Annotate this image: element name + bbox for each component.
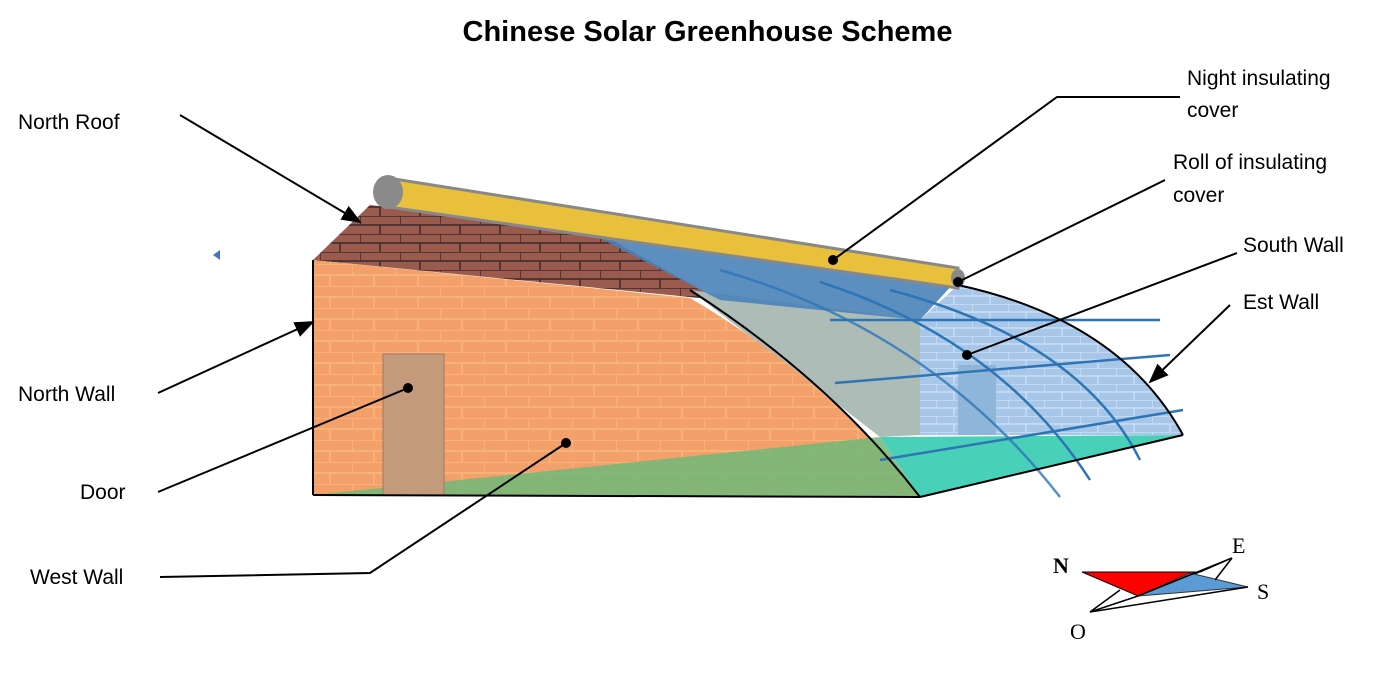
label-south-wall: South Wall (1243, 234, 1344, 257)
marker-triangle-icon (213, 250, 220, 260)
label-door: Door (80, 481, 126, 504)
label-est-wall: Est Wall (1243, 291, 1320, 314)
floor (313, 437, 920, 497)
label-night-cover-line2: cover (1187, 99, 1239, 122)
compass-e: E (1232, 533, 1246, 558)
north-roof (313, 205, 720, 300)
outline (312, 260, 1184, 498)
label-roll-line1: Roll of insulating (1173, 151, 1328, 174)
floor-east (880, 435, 1183, 497)
compass-o: O (1070, 619, 1086, 644)
compass-icon (1081, 557, 1249, 613)
frame-ribs (719, 268, 1184, 498)
leader-lines (157, 96, 1238, 578)
compass-n: N (1053, 553, 1069, 578)
label-night-cover-line1: Night insulating (1187, 67, 1331, 90)
label-roll-line2: cover (1173, 184, 1225, 207)
label-west-wall: West Wall (30, 566, 124, 589)
door (382, 353, 445, 496)
compass-s: S (1257, 579, 1270, 604)
west-wall (313, 260, 920, 497)
label-north-wall: North Wall (18, 383, 116, 406)
leader-dots (403, 255, 972, 448)
diagram-title: Chinese Solar Greenhouse Scheme (462, 16, 953, 48)
label-north-roof: North Roof (18, 111, 120, 134)
